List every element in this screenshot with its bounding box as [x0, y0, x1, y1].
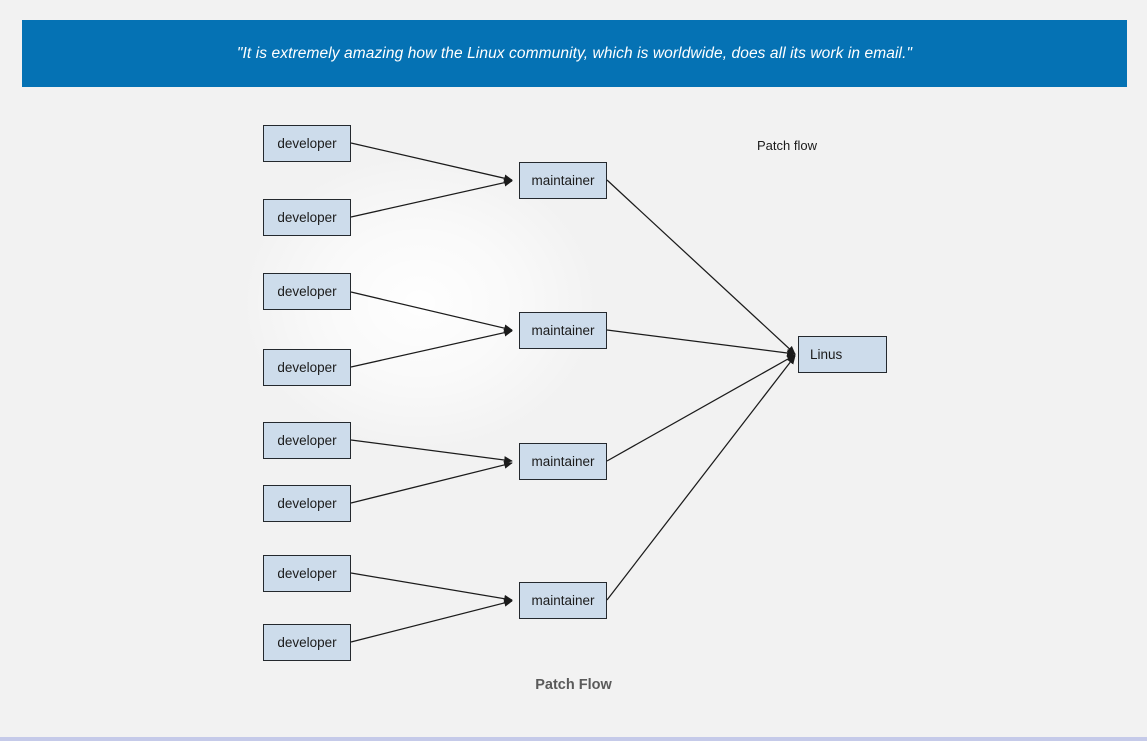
node-linus[interactable]: Linus [798, 336, 887, 373]
node-developer-1[interactable]: developer [263, 125, 351, 162]
quote-banner: "It is extremely amazing how the Linux c… [22, 20, 1127, 87]
node-maintainer-1[interactable]: maintainer [519, 162, 607, 199]
edge-developer-4-to-maintainer-2 [350, 328, 513, 368]
edge-maintainer-2-to-linus [606, 329, 796, 357]
node-label: developer [277, 284, 337, 299]
node-maintainer-2[interactable]: maintainer [519, 312, 607, 349]
edge-maintainer-3-to-linus [606, 354, 796, 462]
edge-group [350, 142, 796, 643]
node-developer-6[interactable]: developer [263, 485, 351, 522]
node-label: maintainer [531, 323, 595, 338]
edge-maintainer-4-to-linus [606, 355, 796, 601]
edge-layer [350, 142, 796, 643]
node-label: developer [277, 210, 337, 225]
edge-maintainer-1-to-linus [606, 179, 796, 355]
edge-developer-7-to-maintainer-4 [350, 572, 513, 603]
edge-developer-1-to-maintainer-1 [350, 142, 513, 182]
node-developer-4[interactable]: developer [263, 349, 351, 386]
edge-developer-6-to-maintainer-3 [350, 461, 513, 504]
node-developer-2[interactable]: developer [263, 199, 351, 236]
node-developer-7[interactable]: developer [263, 555, 351, 592]
node-label: developer [277, 496, 337, 511]
node-label: maintainer [531, 454, 595, 469]
node-label: developer [277, 360, 337, 375]
node-developer-8[interactable]: developer [263, 624, 351, 661]
quote-text: "It is extremely amazing how the Linux c… [236, 44, 913, 62]
node-label: developer [277, 136, 337, 151]
node-maintainer-4[interactable]: maintainer [519, 582, 607, 619]
edge-developer-2-to-maintainer-1 [350, 178, 513, 218]
node-maintainer-3[interactable]: maintainer [519, 443, 607, 480]
edge-developer-5-to-maintainer-3 [350, 439, 513, 464]
node-developer-5[interactable]: developer [263, 422, 351, 459]
edge-developer-8-to-maintainer-4 [350, 599, 513, 643]
diagram-canvas: developer developer developer developer … [0, 88, 1147, 737]
node-label: Linus [810, 347, 843, 362]
node-label: developer [277, 566, 337, 581]
edge-developer-3-to-maintainer-2 [350, 291, 513, 332]
node-label: developer [277, 433, 337, 448]
diagram-title: Patch Flow [535, 677, 612, 693]
patch-flow-note: Patch flow [757, 138, 817, 153]
node-label: maintainer [531, 593, 595, 608]
node-label: developer [277, 635, 337, 650]
node-developer-3[interactable]: developer [263, 273, 351, 310]
node-label: maintainer [531, 173, 595, 188]
